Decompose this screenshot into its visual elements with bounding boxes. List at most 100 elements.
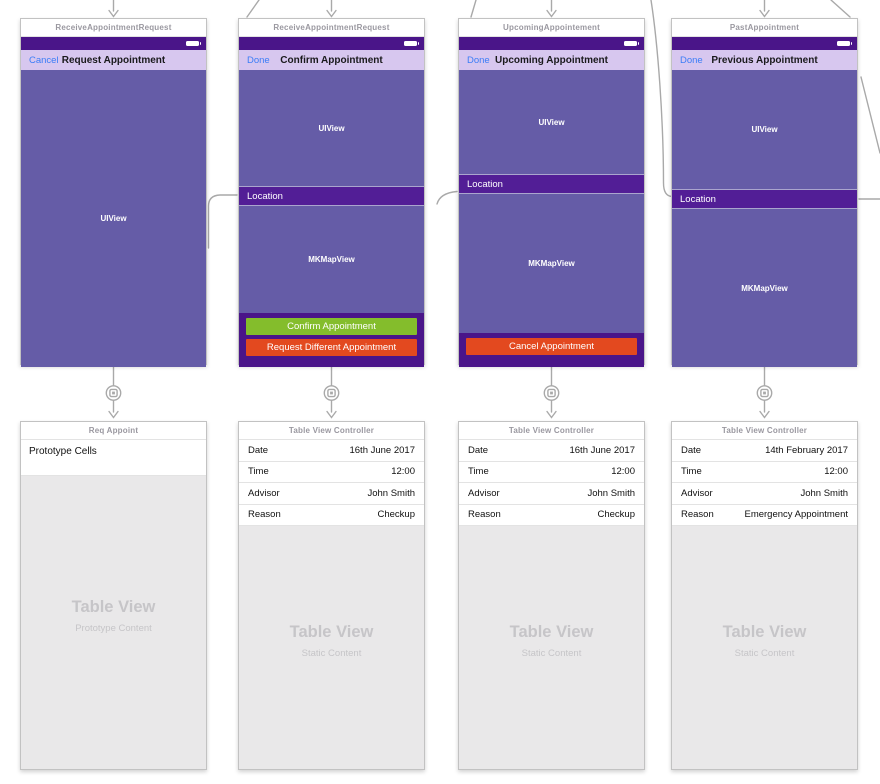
table-row[interactable]: Date 16th June 2017 [239,440,424,462]
table-row[interactable]: Reason Emergency Appointment [672,505,857,526]
row-label: Advisor [468,487,500,499]
row-value: 12:00 [611,466,635,478]
segue-line-stub [436,190,458,205]
table-view-controller-upcoming-details[interactable]: Table View Controller Date 16th June 201… [458,421,645,770]
done-nav-button[interactable]: Done [680,54,703,66]
static-table-rows: Date 16th June 2017 Time 12:00 Advisor J… [239,440,424,526]
view-controller-request-appointment[interactable]: ReceiveAppointmentRequest Request Appoin… [20,18,207,367]
row-value: 16th June 2017 [569,444,635,456]
static-table-rows: Date 14th February 2017 Time 12:00 Advis… [672,440,857,526]
nav-title: Previous Appointment [711,54,818,66]
table-row[interactable]: Advisor John Smith [239,483,424,505]
location-header[interactable]: Location [239,187,424,205]
table-view-placeholder: Table View Static Content [672,526,857,769]
navigation-bar: Confirm Appointment Done [239,50,424,70]
battery-icon [837,41,852,46]
table-row[interactable]: Reason Checkup [239,505,424,526]
request-different-appointment-button[interactable]: Request Different Appointment [246,339,417,356]
row-label: Date [468,444,489,456]
table-view-placeholder: Table View Prototype Content [21,476,206,769]
map-view[interactable]: MKMapView [459,193,644,333]
uiview[interactable]: UIView [21,70,206,367]
navigation-bar: Request Appointment Cancel [21,50,206,70]
row-value: 14th February 2017 [765,444,848,456]
table-view-content-label: Prototype Content [75,622,152,634]
controller-title-bar[interactable]: Req Appoint [21,422,206,440]
row-value: John Smith [587,487,635,499]
table-row[interactable]: Time 12:00 [459,462,644,483]
status-bar [239,37,424,50]
nav-title: Confirm Appointment [280,54,383,66]
row-value: 16th June 2017 [349,444,415,456]
uiview-label: UIView [100,214,127,223]
relationship-segue-col3[interactable] [543,364,560,419]
controller-title-bar[interactable]: Table View Controller [672,422,857,440]
prototype-cells-header[interactable]: Prototype Cells [21,440,206,476]
view-controller-confirm-appointment[interactable]: ReceiveAppointmentRequest Confirm Appoin… [238,18,425,367]
row-value: John Smith [367,487,415,499]
battery-icon [624,41,639,46]
segue-line-exit-right-upper [860,76,880,154]
segue-arrow-into-confirm-appointment [246,0,337,18]
done-nav-button[interactable]: Done [467,54,490,66]
location-header[interactable]: Location [459,175,644,193]
uiview[interactable]: UIView [672,70,857,190]
table-view-controller-req-appoint[interactable]: Req Appoint Prototype Cells Table View P… [20,421,207,770]
nav-title: Upcoming Appointment [495,54,608,66]
table-view-label: Table View [509,622,594,641]
mapview-label: MKMapView [308,255,355,264]
controller-title-bar[interactable]: PastAppointment [672,19,857,37]
table-row[interactable]: Date 14th February 2017 [672,440,857,462]
cancel-appointment-button[interactable]: Cancel Appointment [466,337,637,355]
controller-title-bar[interactable]: ReceiveAppointmentRequest [239,19,424,37]
segue-arrow-into-previous-appointment [759,0,851,18]
view-controller-previous-appointment[interactable]: PastAppointment Previous Appointment Don… [671,18,858,367]
table-view-controller-past-details[interactable]: Table View Controller Date 14th February… [671,421,858,770]
table-view-content-label: Static Content [301,647,362,659]
navigation-bar: Upcoming Appointment Done [459,50,644,70]
row-label: Time [468,466,489,478]
map-view[interactable]: MKMapView [672,208,857,367]
view-controller-upcoming-appointment[interactable]: UpcomingAppointement Upcoming Appointmen… [458,18,645,367]
static-table-rows: Date 16th June 2017 Time 12:00 Advisor J… [459,440,644,526]
row-label: Advisor [248,487,280,499]
battery-icon [404,41,419,46]
uiview-label: UIView [538,117,565,127]
uiview[interactable]: UIView [459,70,644,175]
table-row[interactable]: Reason Checkup [459,505,644,526]
table-row[interactable]: Time 12:00 [672,462,857,483]
table-view-label: Table View [71,597,156,616]
mapview-label: MKMapView [741,283,788,293]
cancel-nav-button[interactable]: Cancel [29,54,59,66]
location-header[interactable]: Location [672,190,857,208]
controller-title-bar[interactable]: ReceiveAppointmentRequest [21,19,206,37]
relationship-segue-col2[interactable] [323,364,340,419]
table-view-label: Table View [289,622,374,641]
mapview-label: MKMapView [528,259,575,268]
confirm-appointment-button[interactable]: Confirm Appointment [246,318,417,335]
row-value: 12:00 [824,466,848,478]
table-view-placeholder: Table View Static Content [239,526,424,769]
table-row[interactable]: Advisor John Smith [459,483,644,505]
table-row[interactable]: Time 12:00 [239,462,424,483]
relationship-segue-col4[interactable] [756,364,773,419]
row-label: Advisor [681,487,713,499]
row-value: Checkup [597,509,636,521]
table-view-controller-confirm-details[interactable]: Table View Controller Date 16th June 201… [238,421,425,770]
relationship-segue-col1[interactable] [105,364,122,419]
segue-line-into-past-location [650,0,673,198]
map-view[interactable]: MKMapView [239,205,424,313]
status-bar [459,37,644,50]
done-nav-button[interactable]: Done [247,54,270,66]
table-row[interactable]: Advisor John Smith [672,483,857,505]
table-row[interactable]: Date 16th June 2017 [459,440,644,462]
uiview[interactable]: UIView [239,70,424,187]
controller-title-bar[interactable]: UpcomingAppointement [459,19,644,37]
row-value: John Smith [800,487,848,499]
controller-title-bar[interactable]: Table View Controller [459,422,644,440]
battery-icon [186,41,201,46]
button-footer: Cancel Appointment [459,333,644,367]
controller-title-bar[interactable]: Table View Controller [239,422,424,440]
